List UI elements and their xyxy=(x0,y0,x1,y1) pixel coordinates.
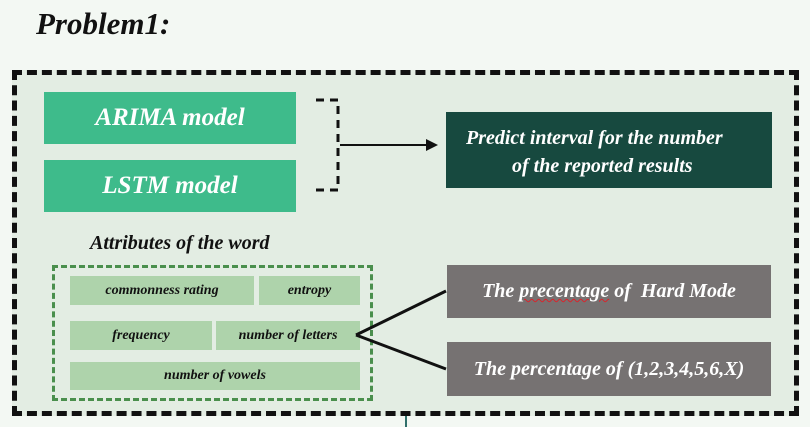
hard-mode-suffix: of Hard Mode xyxy=(609,280,736,302)
attribute-commonness-rating: commonness rating xyxy=(70,276,254,305)
prediction-box: Predict interval for the number of the r… xyxy=(446,112,772,188)
arrowhead-icon xyxy=(426,139,438,151)
arima-model-box: ARIMA model xyxy=(44,92,296,144)
lstm-model-box: LSTM model xyxy=(44,160,296,212)
prediction-line-1: Predict interval for the number xyxy=(466,127,723,149)
model-bracket xyxy=(316,98,340,192)
attribute-number-of-letters: number of letters xyxy=(216,321,360,350)
hard-mode-misspelled-word: precentage xyxy=(519,280,610,302)
attribute-entropy: entropy xyxy=(259,276,360,305)
prediction-line-2: of the reported results xyxy=(512,155,693,177)
connector-to-hard-mode xyxy=(355,289,447,337)
tries-percentage-output-box: The percentage of (1,2,3,4,5,6,X) xyxy=(447,342,771,396)
hard-mode-prefix: The xyxy=(482,280,520,302)
hard-mode-output-box: The precentage of Hard Mode xyxy=(447,265,771,318)
connector-to-tries xyxy=(355,333,447,371)
attribute-number-of-vowels: number of vowels xyxy=(70,362,360,390)
attributes-heading: Attributes of the word xyxy=(90,232,270,254)
page-title: Problem1: xyxy=(36,6,171,41)
attributes-group xyxy=(52,265,373,401)
attribute-frequency: frequency xyxy=(70,321,212,350)
